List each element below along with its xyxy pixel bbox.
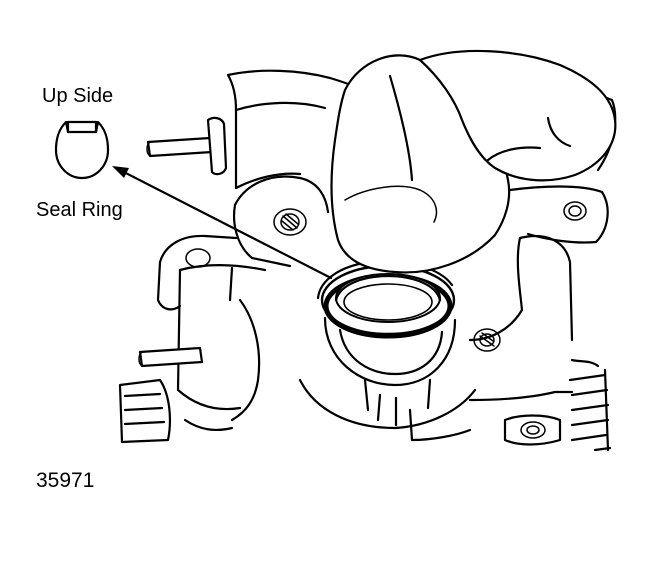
- up-side-label: Up Side: [42, 85, 114, 107]
- hand: [418, 49, 617, 182]
- seal-ring-inset: [54, 120, 110, 180]
- right-fitting: [568, 358, 612, 452]
- seal-ring-installed: [320, 264, 456, 339]
- figure-number: 35971: [36, 469, 95, 492]
- left-stud-bolt: [146, 116, 228, 176]
- pointer-arrow: [112, 166, 333, 280]
- pump-body: [118, 175, 574, 446]
- seal-ring-label: Seal Ring: [36, 199, 123, 221]
